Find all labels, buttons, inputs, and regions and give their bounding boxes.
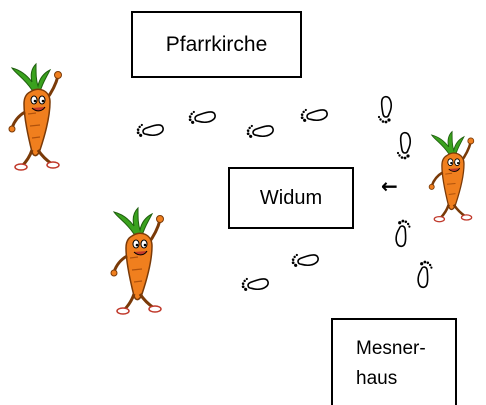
widum-box: Widum <box>228 167 354 229</box>
mesnerhaus-box: Mesner- haus <box>331 318 457 405</box>
footprint-icon <box>244 120 275 140</box>
mesnerhaus-label-line2: haus <box>356 368 398 389</box>
pfarrkirche-label: Pfarrkirche <box>165 32 268 56</box>
footprint-icon <box>186 106 217 126</box>
mesnerhaus-label-line1: Mesner- <box>356 338 426 359</box>
carrot-mascot-icon <box>7 62 63 172</box>
footprint-icon <box>134 119 165 139</box>
widum-label: Widum <box>259 186 323 209</box>
footprint-icon <box>377 95 393 125</box>
pfarrkirche-box: Pfarrkirche <box>131 11 302 78</box>
footprint-icon <box>396 131 412 161</box>
footprint-icon <box>298 104 329 124</box>
footprint-icon <box>394 218 412 248</box>
carrot-mascot-icon <box>109 206 165 316</box>
footprint-icon <box>416 259 434 289</box>
footprint-icon <box>289 249 320 269</box>
carrot-mascot-icon <box>427 130 476 223</box>
footprint-icon <box>239 273 270 293</box>
left-arrow-icon: ← <box>381 174 398 198</box>
